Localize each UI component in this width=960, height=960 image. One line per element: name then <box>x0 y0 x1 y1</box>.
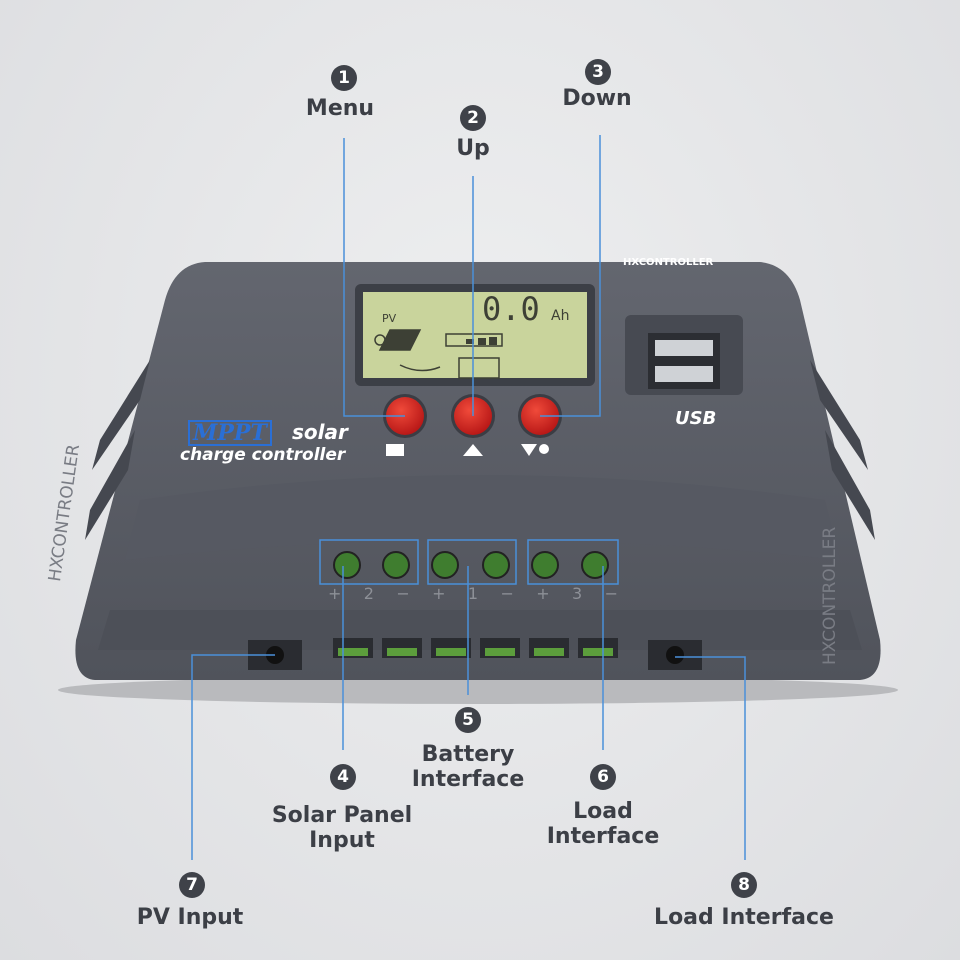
usb-port-1[interactable] <box>655 340 713 356</box>
callout-number-8: 8 <box>731 872 757 898</box>
logo-solar: solar <box>292 420 348 444</box>
load-terminal-box <box>527 539 619 585</box>
up-triangle-icon <box>463 444 483 456</box>
lcd-unit: Ah <box>551 308 570 324</box>
callout-number-3: 3 <box>585 59 611 85</box>
battery-level-icon <box>445 333 503 347</box>
usb-logo: USB <box>675 408 717 429</box>
callout-number-7: 7 <box>179 872 205 898</box>
terminal-screws[interactable] <box>333 551 609 579</box>
callout-label-battery-interface: Battery Interface <box>411 742 525 792</box>
callout-label-load-interface-2: Load Interface <box>654 905 834 930</box>
menu-icon <box>386 444 404 456</box>
battery-terminal-box <box>427 539 517 585</box>
callout-label-up: Up <box>456 136 490 161</box>
callout-label-pv-input: PV Input <box>136 905 244 930</box>
callout-number-5: 5 <box>455 707 481 733</box>
brand-top: HXCONTROLLER <box>623 257 714 268</box>
terminal-labels: +2− +1− +3− <box>328 584 618 603</box>
callout-label-solar-panel-input: Solar Panel Input <box>271 803 413 853</box>
brand-side-right: HXCONTROLLER <box>820 526 840 665</box>
shadow <box>58 676 898 704</box>
callout-label-down: Down <box>562 86 632 111</box>
battery-icon <box>458 357 500 379</box>
solar-terminal-box <box>319 539 419 585</box>
callout-lines <box>191 135 746 860</box>
solar-panel-icon <box>378 329 422 351</box>
usb-port-2[interactable] <box>655 366 713 382</box>
lcd-pv-label: PV <box>382 312 397 325</box>
callout-number-4: 4 <box>330 764 356 790</box>
callout-number-1: 1 <box>331 65 357 91</box>
callout-label-load-interface: Load Interface <box>546 799 660 849</box>
bulb-icon <box>539 444 549 454</box>
callout-number-2: 2 <box>460 105 486 131</box>
lcd-reading: 0.0 <box>482 290 540 328</box>
down-triangle-icon <box>521 444 537 456</box>
logo-mppt: MPPT <box>188 420 272 446</box>
callout-number-6: 6 <box>590 764 616 790</box>
side-vents <box>85 360 875 540</box>
callout-label-menu: Menu <box>305 96 375 121</box>
body-ridge <box>125 475 840 560</box>
lcd-icons <box>374 329 503 379</box>
terminal-blocks <box>319 539 619 585</box>
arrow-icon <box>399 364 441 372</box>
logo-subtitle: charge controller <box>180 445 346 465</box>
